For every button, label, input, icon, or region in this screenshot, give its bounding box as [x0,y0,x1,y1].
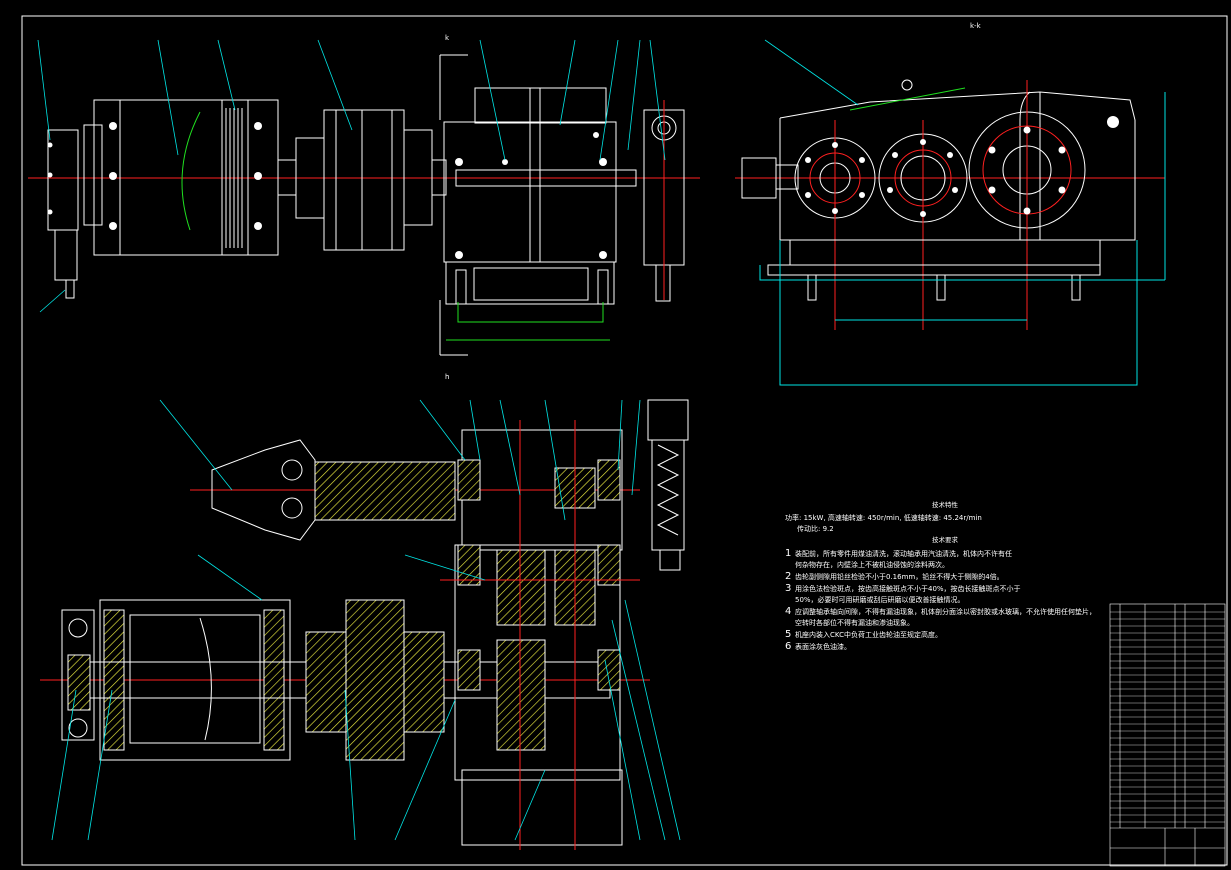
tech-char-line-1: 功率: 15kW, 高速轴转速: 450r/min, 低速轴转速: 45.24r… [785,514,982,522]
tech-req-text: 用涂色法检验斑点，按齿高接触斑点不小于40%，按齿长接触斑点不小于 [795,585,1021,593]
tech-req-number: 5 [785,629,792,640]
tech-req-number: 2 [785,571,792,582]
tech-req-number: 1 [785,548,792,559]
top-front-view [28,54,700,356]
tech-req-text: 机座内装入CKC中负荷工业齿轮油至规定高度。 [795,631,942,639]
tech-req-number: 4 [785,606,792,617]
tech-char-line-2: 传动比: 9.2 [797,525,834,533]
tech-req-item: 何杂物存在，内壁涂上不被机油侵蚀的涂料两次。 [785,560,1105,571]
leader-lines [37,39,859,841]
tech-req-text: 空转时各部位不得有漏油和渗油现象。 [795,619,914,627]
drawing-border [21,15,1228,866]
tech-req-number: 6 [785,641,792,652]
tech-char-title: 技术特性 [932,501,958,509]
parts-list-rows [1110,611,1225,823]
tech-req-title: 技术要求 [932,536,958,544]
tech-req-text: 齿轮副侧隙用铅丝检验不小于0.16mm，铅丝不得大于侧隙的4倍。 [795,573,1004,581]
tech-req-text: 应调整轴承轴向间隙，不得有漏油现象，机体剖分面涂以密封胶或水玻璃，不允许使用任何… [795,608,1096,616]
tech-req-text: 何杂物存在，内壁涂上不被机油侵蚀的涂料两次。 [795,561,949,569]
section-label-bottom: h [445,373,450,381]
tech-req-item: 50%，必要时可用研磨或刮后研磨以便改善接触情况。 [785,595,1105,606]
tech-req-text: 50%，必要时可用研磨或刮后研磨以便改善接触情况。 [795,596,965,604]
section-label-top: k [445,34,450,42]
view-label-kk: k-k [970,22,981,30]
parts-list-table [1109,603,1226,867]
tech-req-item: 空转时各部位不得有漏油和渗油现象。 [785,618,1105,629]
plan-section-view [40,399,689,850]
tech-req-text: 表面涂灰色油漆。 [795,643,851,651]
technical-notes: 技术特性 功率: 15kW, 高速轴转速: 450r/min, 低速轴转速: 4… [785,500,1105,653]
tech-req-text: 装配前，所有零件用煤油清洗，滚动轴承用汽油清洗，机体内不许有任 [795,550,1012,558]
tech-req-number: 3 [785,583,792,594]
side-view-kk [735,79,1166,386]
